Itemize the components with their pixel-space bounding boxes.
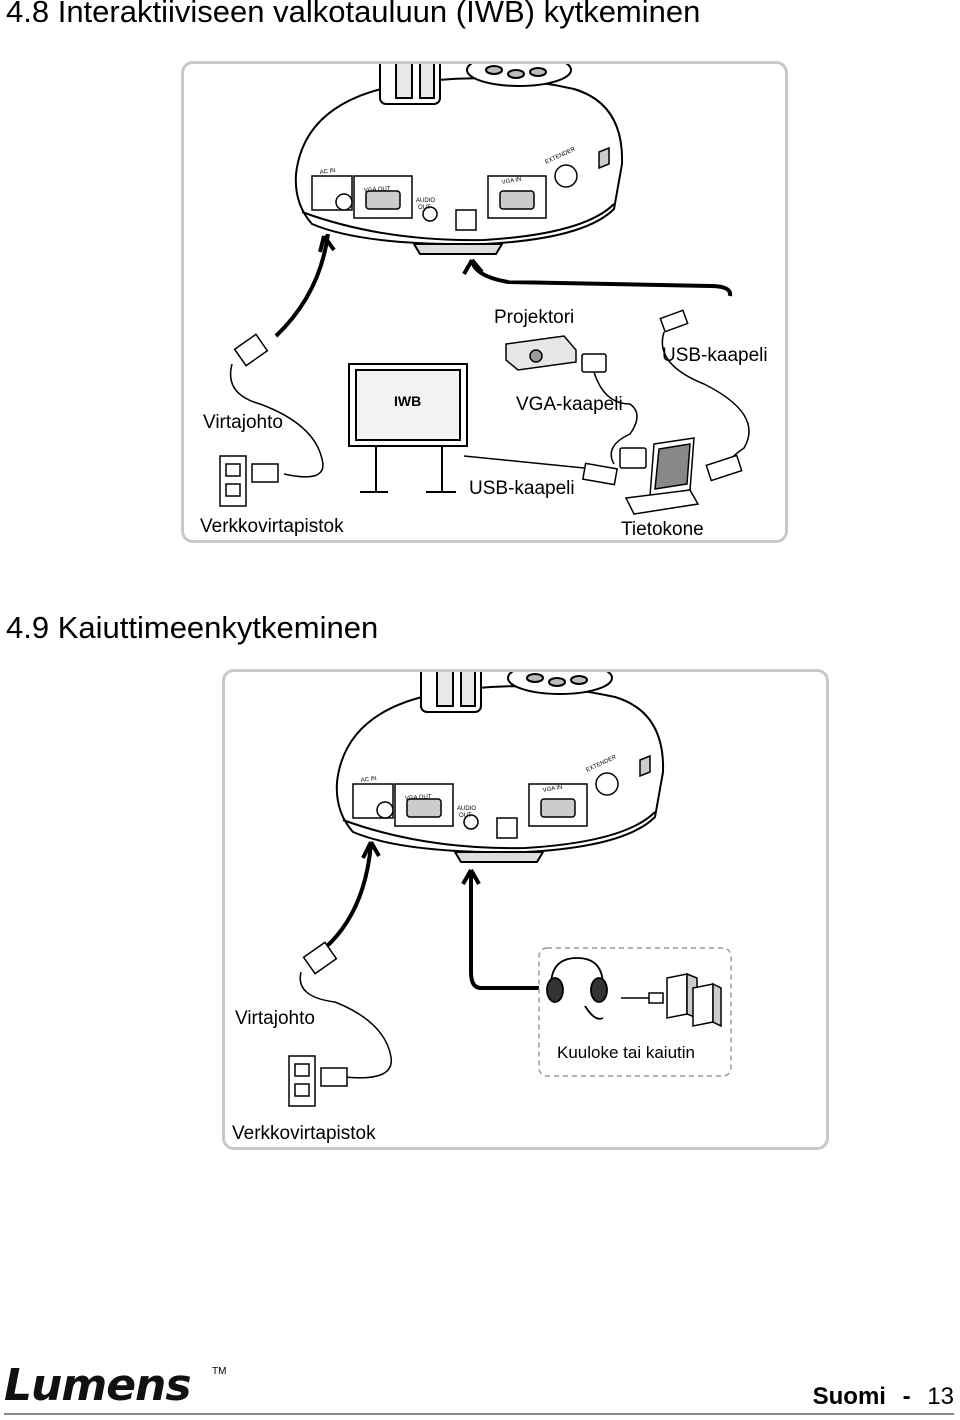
vga-in-port — [528, 783, 588, 827]
page-number: 13 — [927, 1383, 954, 1410]
svg-text:AC IN: AC IN — [319, 168, 336, 176]
wall-outlet-label: Verkkovirtapistok — [232, 1123, 376, 1144]
audio-arrow — [469, 872, 539, 990]
footer-rule — [4, 1413, 954, 1415]
power-cord — [299, 941, 392, 1087]
vga-cable-label: VGA-kaapeli — [516, 394, 623, 415]
port-panel — [311, 146, 610, 231]
svg-text:VGA IN: VGA IN — [501, 177, 522, 186]
svg-text:VGA OUT: VGA OUT — [405, 794, 432, 802]
extender-port — [554, 164, 578, 188]
usb-cable-label-bottom: USB-kaapeli — [469, 478, 575, 499]
page-footer: Suomi - 13 — [813, 1383, 954, 1411]
usb-port — [496, 817, 518, 839]
svg-text:AUDIO: AUDIO — [457, 806, 476, 812]
speakers-icon — [666, 972, 722, 1028]
laptop-icon — [624, 437, 700, 515]
svg-text:AC IN: AC IN — [360, 776, 377, 784]
audio-out-port — [463, 814, 479, 830]
port-panel — [352, 754, 651, 839]
usb-arrow — [470, 259, 733, 297]
iwb-label: IWB — [394, 393, 421, 409]
svg-text:OUT: OUT — [418, 205, 431, 211]
svg-text:VGA OUT: VGA OUT — [364, 186, 391, 194]
headphones-speakers-label: Kuuloke tai kaiutin — [557, 1043, 695, 1062]
language-label: Suomi — [812, 1383, 886, 1410]
power-arrow — [323, 843, 373, 950]
usb-cable-top — [659, 309, 750, 482]
wall-outlet-label: Verkkovirtapistok — [200, 516, 344, 537]
footer-separator: - — [902, 1383, 911, 1410]
vga-cable — [581, 353, 647, 469]
lumens-logo: Lumens — [4, 1360, 192, 1411]
projector-icon — [505, 335, 577, 371]
power-cord-label: Virtajohto — [235, 1008, 315, 1029]
wall-outlet-icon — [219, 455, 247, 507]
usb-cable-bottom — [463, 455, 619, 486]
svg-text:OUT: OUT — [459, 813, 472, 819]
headphones-icon — [546, 957, 608, 1020]
extender-port — [595, 772, 619, 796]
audio-plug-icon — [621, 992, 664, 1004]
section-heading-iwb: 4.8 Interaktiiviseen valkotauluun (IWB) … — [6, 0, 701, 29]
svg-text:VGA IN: VGA IN — [542, 785, 563, 794]
power-cord — [229, 333, 324, 483]
wall-outlet-icon — [288, 1055, 316, 1107]
trademark-mark: TM — [212, 1366, 227, 1377]
section-heading-speaker: 4.9 Kaiuttimeenkytkeminen — [6, 610, 379, 645]
audio-out-port — [422, 206, 438, 222]
iwb-board-icon — [348, 363, 468, 493]
power-cord-label: Virtajohto — [203, 412, 283, 433]
power-arrow — [274, 233, 330, 338]
svg-text:AUDIO: AUDIO — [416, 198, 435, 204]
projector-label: Projektori — [494, 307, 575, 328]
usb-port — [455, 209, 477, 231]
usb-cable-label-top: USB-kaapeli — [662, 345, 768, 366]
computer-label: Tietokone — [621, 519, 704, 540]
audio-device-box — [538, 947, 732, 1077]
